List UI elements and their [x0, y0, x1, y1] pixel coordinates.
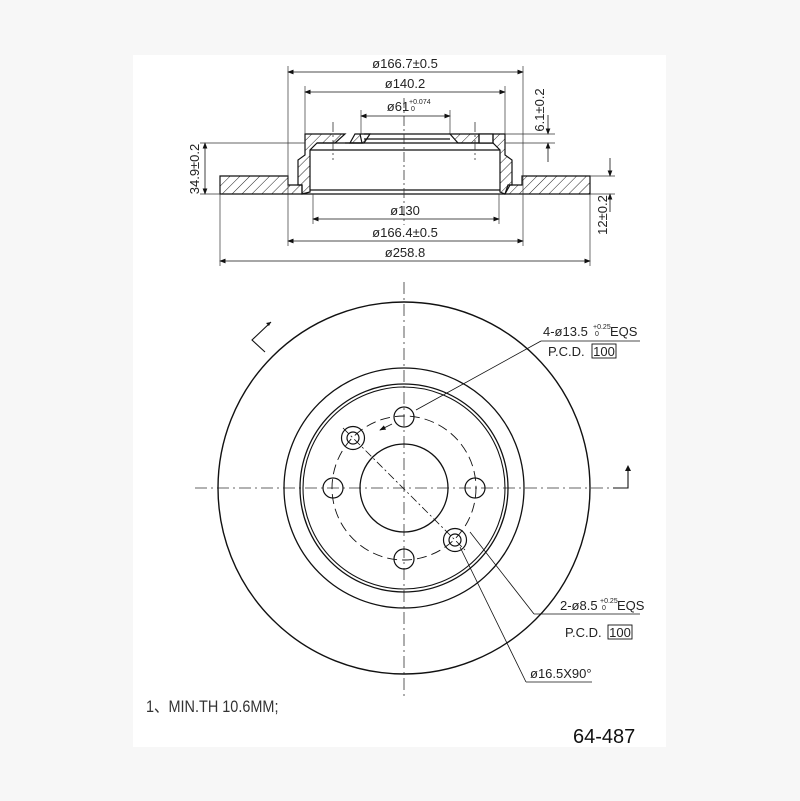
bolt-holes [322, 406, 486, 570]
dim-center-bore-tol-upper: +0.074 [409, 99, 431, 106]
section-right-flange [503, 175, 591, 195]
drawing-sheet [133, 55, 666, 747]
part-number: 64-487 [573, 726, 636, 748]
min-thickness-note: 1、MIN.TH 10.6MM; [146, 697, 279, 716]
bolt-hole-pcd-value: 100 [593, 344, 615, 359]
center-bore [359, 443, 449, 533]
section-left-wall [297, 133, 347, 195]
bolt-hole-tol-upper: +0.25 [593, 324, 611, 331]
locating-hole-suffix: EQS [617, 598, 645, 613]
dim-hat-base-diameter: ø166.4±0.5 [372, 225, 438, 240]
dim-disc-thickness: 12±0.2 [595, 195, 610, 235]
dim-center-bore: ø61 [387, 99, 409, 114]
disc-outer-edge [217, 301, 591, 675]
bolt-hole-suffix: EQS [610, 324, 638, 339]
dim-outer-hat-diameter: ø166.7±0.5 [372, 56, 438, 71]
locating-holes [340, 425, 468, 553]
locating-hole-tol-lower: 0 [602, 605, 606, 612]
pcd-circle [331, 415, 477, 561]
bolt-hole-pcd-label: P.C.D. [548, 344, 585, 359]
dim-hat-top-diameter: ø140.2 [385, 76, 425, 91]
bolt-hole-tol-lower: 0 [595, 331, 599, 338]
locating-hole-tol-upper: +0.25 [600, 598, 618, 605]
dim-disc-diameter: ø258.8 [385, 245, 425, 260]
front-view [195, 282, 640, 700]
dim-total-height: 34.9±0.2 [187, 144, 202, 195]
bolt-hole-spec: 4-ø13.5 [543, 324, 588, 339]
section-view [219, 133, 591, 195]
locating-hole-pcd-label: P.C.D. [565, 625, 602, 640]
hat-inner-edge-1 [299, 383, 509, 593]
dim-center-bore-tol-lower: 0 [411, 106, 415, 113]
dim-inner-diameter: ø130 [390, 203, 420, 218]
section-left-flange [219, 175, 303, 195]
locating-hole-pcd-value: 100 [609, 625, 631, 640]
locating-hole-spec: 2-ø8.5 [560, 598, 598, 613]
countersink-spec: ø16.5X90° [530, 666, 592, 681]
hat-outer-edge [283, 367, 525, 609]
dim-hat-top-thickness: 6.1±0.2 [532, 88, 547, 131]
hat-inner-edge-2 [302, 386, 506, 590]
